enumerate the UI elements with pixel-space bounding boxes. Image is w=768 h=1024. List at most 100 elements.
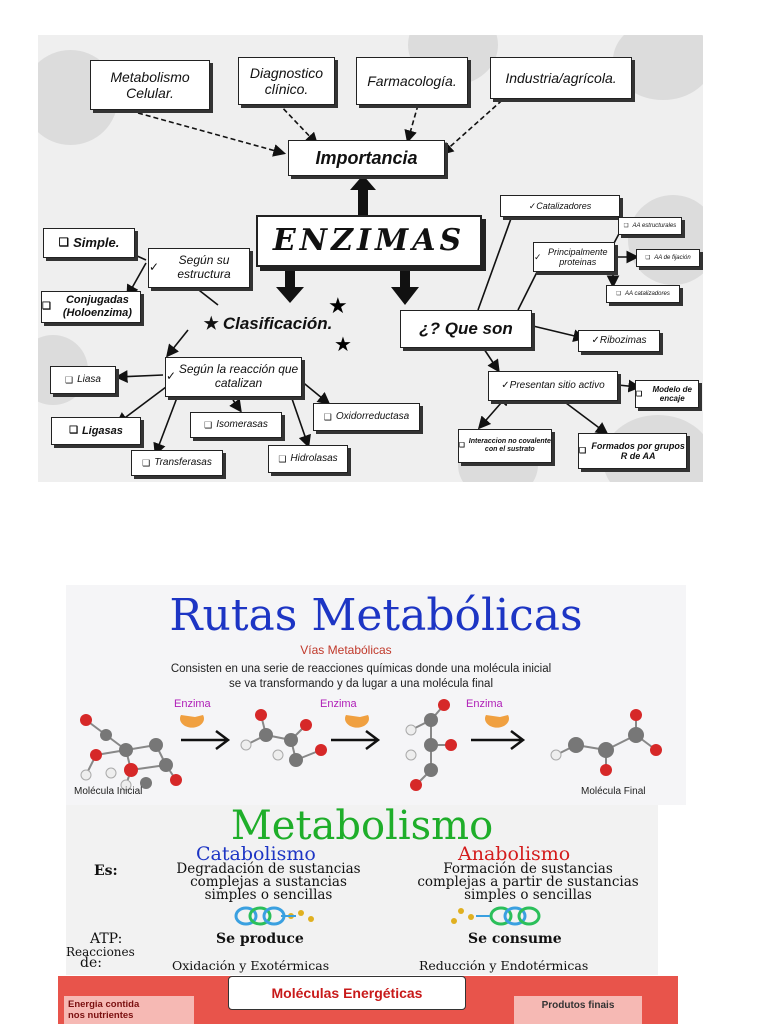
box-label: Presentan sitio activo [509,380,605,392]
molecula-inicial-label: Molécula Inicial [74,786,143,797]
background-circle [628,195,703,285]
metabolismo-panel: Metabolismo Catabolismo Anabolismo Es: D… [66,803,658,975]
box-label: Ribozimas [599,335,647,347]
description-line: Degradación de sustancias [176,861,361,877]
produtos-finais-label: Produtos finais [541,1000,615,1011]
box-label: Transferasas [154,457,212,469]
molecule-chain-icons [234,906,541,926]
formados-box: Formados por grupos R de AA [578,433,687,469]
metabolismo-title: Metabolismo [230,803,494,849]
enzima-label: Enzima [466,698,503,710]
map-title: ENZIMAS [272,222,466,258]
catabolismo-heading: Catabolismo [196,843,316,865]
clasificacion-label: ★Clasificación. [198,307,338,341]
box-label: Isomerasas [216,419,268,431]
box-label: ¿? Que son [419,319,513,339]
interaccion-box: Interaccion no covalente con el sustrato [458,429,552,463]
catalizadores-box: Catalizadores [500,195,620,217]
box-label: Ligasas [81,424,123,437]
box-label: Según la reacción que catalizan [178,362,299,390]
reacciones-catabolismo-value: Oxidación y Exotérmicas [172,958,330,973]
box-label: Importancia [315,147,418,168]
box-label: Formados por grupos R de AA [591,440,685,461]
box-label: AA de fijación [654,254,691,261]
anabolismo-heading: Anabolismo [458,843,571,865]
isomerasas-box: Isomerasas [190,412,282,438]
moleculas-energeticas-box: Moléculas Energéticas [228,976,466,1010]
enzymes-concept-map: Metabolismo Celular. Diagnostico clínico… [38,35,703,482]
box-label: Metabolismo Celular. [110,68,190,101]
molecule-pathway-diagram [80,699,662,791]
description-line: simples o sencillas [464,887,592,903]
industria-agricola-box: Industria/agrícola. [490,57,632,99]
oxidorreductasa-box: Oxidorreductasa [313,403,420,431]
ligasas-box: Ligasas [51,417,141,445]
reacciones-label-line: de: [80,955,102,971]
importancia-box: Importancia [288,140,445,176]
rutas-metabolicas-panel: Rutas Metabólicas Vías Metabólicas Consi… [66,585,686,805]
liasa-box: Liasa [50,366,116,394]
atp-catabolismo-value: Se produce [216,931,304,947]
atp-anabolismo-value: Se consume [468,931,562,947]
description-line: simples o sencillas [204,887,333,903]
box-label: Modelo de encaje [652,384,692,403]
aa-fijacion-box: AA de fijación [636,249,700,267]
star-icon: ★ [203,314,219,334]
energy-strip: Energia contida nos nutrientes Moléculas… [58,976,678,1024]
box-label: Diagnostico clínico. [249,64,324,97]
enzima-label: Enzima [320,698,357,710]
reacciones-label-line: Reacciones [66,945,135,959]
aa-estructurales-box: AA estructurales [618,217,682,235]
rutas-description-1: Consisten en una serie de reacciones quí… [170,663,552,675]
box-label: Según su estructura [177,253,231,281]
reacciones-label: Reacciones de: [66,945,135,971]
box-label: Hidrolasas [290,453,338,465]
segun-estructura-box: Según su estructura [148,248,250,288]
catabolismo-description: Degradación de sustancias complejas a su… [141,861,396,903]
connector-lines [103,94,642,456]
simple-box: Simple. [43,228,135,258]
rutas-description-2: se va transformando y da lugar a una mol… [228,678,493,690]
box-label: AA catalizadores [625,290,670,297]
farmacologia-box: Farmacología. [356,57,468,105]
proteinas-box: Principalmente proteinas [533,242,615,272]
box-label: Conjugadas (Holoenzima) [62,294,132,319]
moleculas-energeticas-label: Moléculas Energéticas [271,985,423,1001]
reacciones-anabolismo-value: Reducción y Endotérmicas [419,958,589,973]
box-label: Industria/agrícola. [505,69,617,86]
description-line: complejas a sustancias [190,874,347,890]
energia-nutrientes-box: Energia contida nos nutrientes [64,996,194,1024]
metabolismo-celular-box: Metabolismo Celular. [90,60,210,110]
que-son-box: ¿? Que son [400,310,532,348]
description-line: complejas a partir de sustancias [417,874,639,890]
molecula-final-label: Molécula Final [581,786,646,797]
star-icon: ★ [334,334,352,356]
conjugadas-box: Conjugadas (Holoenzima) [41,291,141,323]
rutas-subtitle: Vías Metabólicas [300,643,392,657]
aa-catalizadores-box: AA catalizadores [606,285,680,303]
star-icon: ★ [328,293,348,318]
segun-reaccion-box: Según la reacción que catalizan [165,357,302,397]
sitio-activo-box: Presentan sitio activo [488,371,618,401]
ribozimas-box: Ribozimas [578,330,660,352]
transferasas-box: Transferasas [131,450,223,476]
description-line: Formación de sustancias [443,861,613,877]
hidrolasas-box: Hidrolasas [268,445,348,473]
enzimas-title: ENZIMAS [256,215,482,267]
atp-label: ATP: [90,931,123,947]
modelo-encaje-box: Modelo de encaje [635,380,699,408]
box-label: Oxidorreductasa [335,411,410,423]
box-label: Principalmente proteinas [548,246,608,267]
energia-line: Energia contida [68,999,140,1010]
box-label: Simple. [73,234,120,250]
box-label: Catalizadores [536,200,592,211]
rutas-title: Rutas Metabólicas [169,590,583,641]
box-label: Interaccion no covalente con el sustrato [468,437,551,453]
box-label: Liasa [77,374,101,386]
es-label: Es: [94,863,118,879]
diagnostico-clinico-box: Diagnostico clínico. [238,57,335,105]
energia-line: nos nutrientes [68,1010,134,1021]
box-label: AA estructurales [632,222,677,229]
box-label: Clasificación. [222,314,333,334]
box-label: Farmacología. [367,72,457,89]
